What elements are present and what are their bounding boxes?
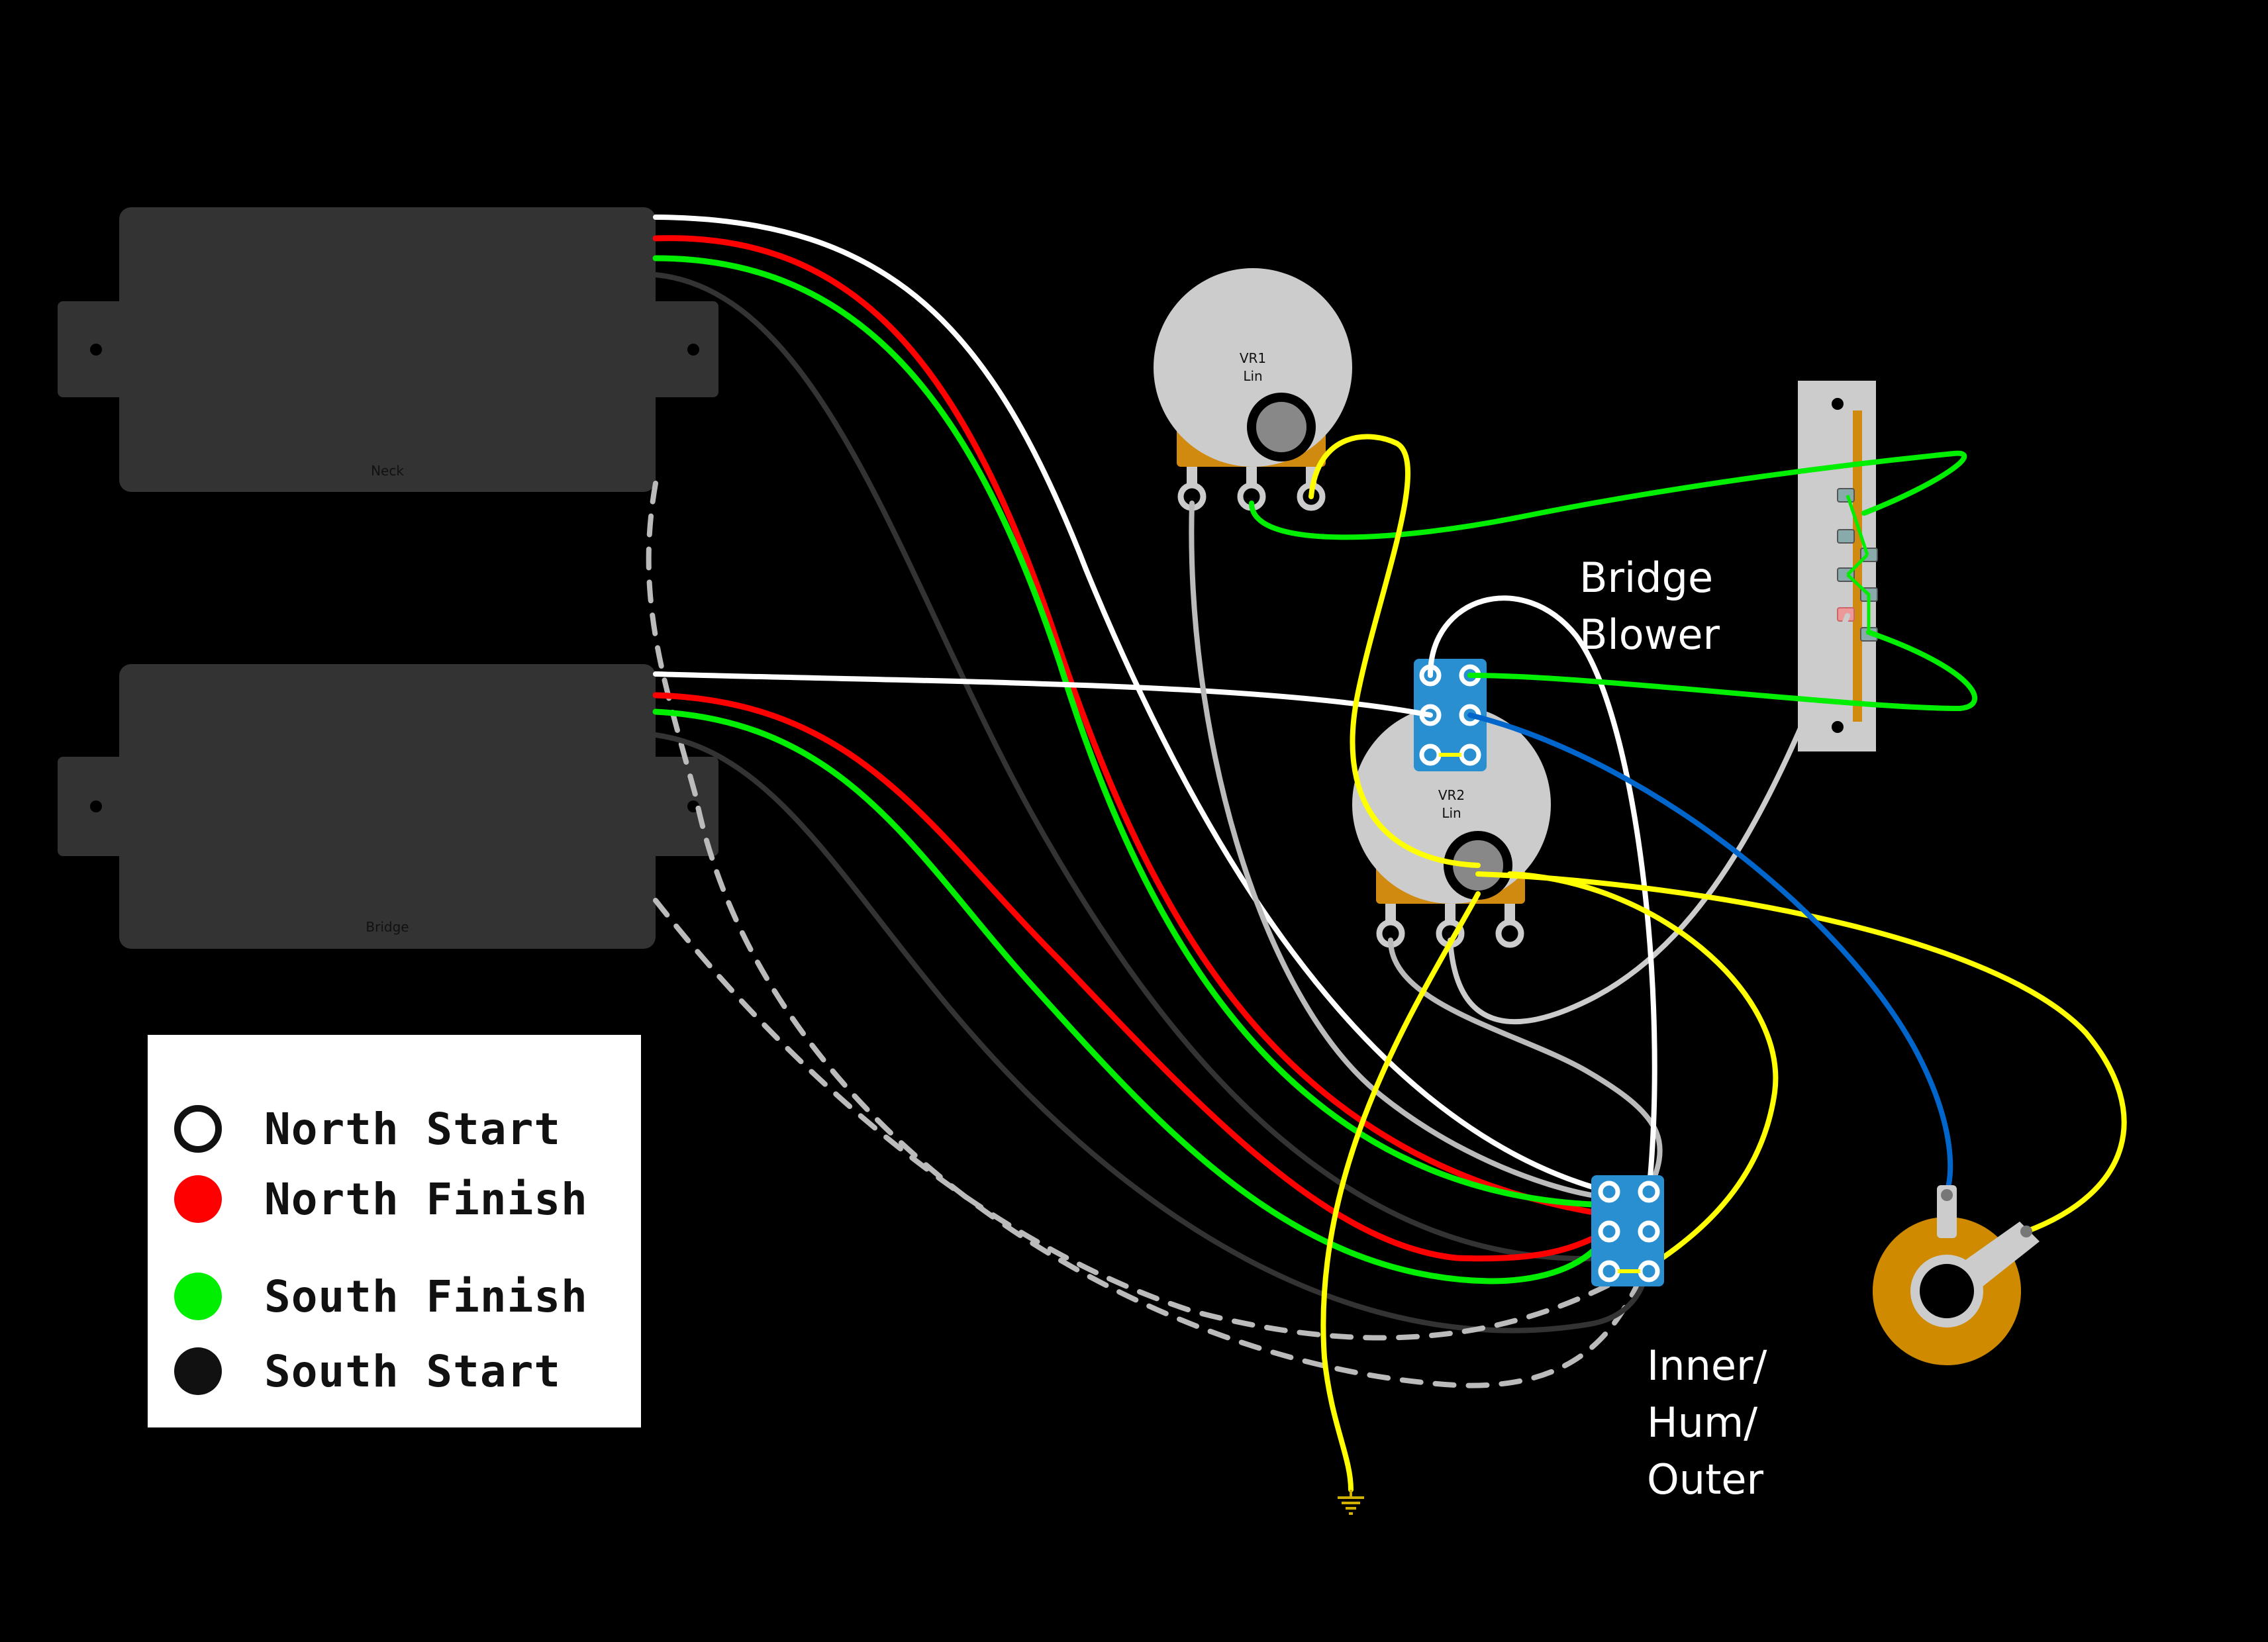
- three-way-switch[interactable]: [1591, 1175, 1664, 1286]
- neck-mount-screw-right: [687, 344, 699, 356]
- wire-vr2-grey: [1388, 938, 1663, 1194]
- wire-yellow-ground: [1320, 891, 1481, 1492]
- wire-bridge-white: [653, 671, 1433, 718]
- wire-bridge-dark: [653, 732, 1648, 1333]
- jack-hole: [1910, 1255, 1983, 1328]
- wire-bridge-green: [652, 708, 1612, 1284]
- neck-pickup: Neck: [58, 207, 718, 492]
- south-start-swatch: [174, 1347, 222, 1395]
- wire-neck-dark: [653, 272, 1612, 1261]
- wire-blue: [1467, 712, 1953, 1194]
- wires: [646, 215, 2127, 1492]
- vr1-taper: Lin: [1243, 368, 1262, 384]
- blower-switch-body[interactable]: [1414, 659, 1487, 771]
- legend-label-north-finish: North Finish: [264, 1173, 588, 1225]
- wire-legend: North Start North Finish South Finish So…: [148, 1035, 641, 1427]
- wire-bridge-dashed-lower: [653, 898, 1625, 1341]
- jack-sleeve-lug: [1937, 1185, 1957, 1238]
- bridge-blower-label-line1: Bridge: [1579, 554, 1714, 602]
- north-finish-swatch: [174, 1175, 222, 1223]
- neck-pickup-mount-right: [636, 301, 718, 397]
- bridge-blower-label: Bridge Blower: [1579, 550, 1720, 663]
- vr1-shaft: [1247, 393, 1316, 461]
- legend-label-south-start: South Start: [264, 1345, 562, 1397]
- vr1-name: VR1: [1240, 350, 1266, 366]
- bridge-pickup-body: [119, 664, 656, 949]
- bridge-mount-screw-left: [90, 800, 102, 812]
- wire-bridge-red: [652, 692, 1612, 1262]
- legend-label-south-finish: South Finish: [264, 1271, 588, 1322]
- legend-row-north-finish: North Finish: [174, 1173, 588, 1226]
- bridge-blower-label-line2: Blower: [1579, 610, 1720, 659]
- wire-yellow-switch: [1507, 871, 1779, 1274]
- neck-mount-screw-left: [90, 344, 102, 356]
- wire-neck-white: [653, 215, 1612, 1194]
- wire-green-blower: [1467, 630, 1978, 712]
- wire-yellow-jack: [1475, 871, 2127, 1234]
- three-way-switch-label: Inner/ Hum/ Outer: [1647, 1337, 1767, 1508]
- slide-switch[interactable]: [1798, 381, 1878, 751]
- legend-label-north-start: North Start: [264, 1103, 562, 1155]
- wire-vr2-slide-grey: [1448, 613, 1850, 1025]
- three-way-switch-body[interactable]: [1591, 1175, 1664, 1286]
- bridge-pickup-label: Bridge: [366, 919, 409, 935]
- vr2-taper: Lin: [1442, 805, 1461, 821]
- wire-blower-white-loop: [1428, 595, 1657, 1194]
- legend-row-south-finish: South Finish: [174, 1270, 588, 1323]
- output-jack: [1873, 1185, 2040, 1365]
- bridge-pickup: Bridge: [58, 664, 718, 949]
- ground-icon: [1338, 1490, 1364, 1515]
- vr2-name: VR2: [1438, 787, 1465, 803]
- north-start-swatch: [174, 1105, 222, 1153]
- legend-row-south-start: South Start: [174, 1345, 561, 1398]
- switch-label-line2: Hum/: [1647, 1398, 1758, 1447]
- wire-yellow-vr1-vr2: [1308, 434, 1481, 868]
- wire-vr1-grey: [1189, 501, 1638, 1201]
- south-finish-swatch: [174, 1273, 222, 1320]
- switch-label-line1: Inner/: [1647, 1341, 1767, 1390]
- bridge-pickup-mount-right: [636, 757, 718, 856]
- neck-pickup-label: Neck: [371, 463, 404, 479]
- switch-label-line3: Outer: [1647, 1455, 1764, 1504]
- legend-row-north-start: North Start: [174, 1102, 561, 1155]
- slide-switch-plate[interactable]: [1798, 381, 1876, 751]
- wire-green-slide: [1249, 450, 1967, 540]
- wire-neck-green: [652, 255, 1612, 1208]
- pot-vr1: VR1 Lin: [1154, 268, 1352, 511]
- neck-pickup-body: [119, 207, 656, 492]
